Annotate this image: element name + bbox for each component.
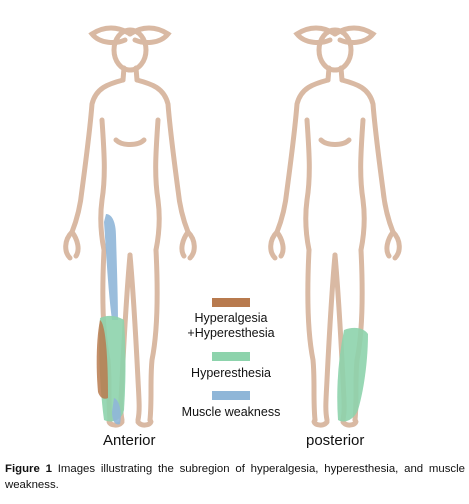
legend-hyperesthesia-line1: Hyperesthesia	[191, 366, 271, 380]
anterior-muscle-weakness-region	[104, 214, 118, 320]
legend-hyperalgesia-line2: +Hyperesthesia	[187, 326, 275, 340]
anterior-label: Anterior	[103, 432, 156, 449]
figure-caption: Figure 1 Images illustrating the subregi…	[5, 461, 465, 493]
legend-label-muscle-weakness: Muscle weakness	[168, 405, 294, 420]
legend-swatch-hyperalgesia	[212, 298, 250, 307]
legend-label-hyperalgesia: Hyperalgesia +Hyperesthesia	[168, 311, 294, 341]
posterior-hyperesthesia-region	[337, 327, 368, 422]
legend-swatch-muscle-weakness	[212, 391, 250, 400]
anterior-ankle-weakness-region	[112, 398, 121, 425]
caption-text: Images illustrating the subregion of hyp…	[5, 463, 465, 491]
anterior-hyperalgesia-region	[96, 320, 108, 399]
legend-muscle-weakness-line1: Muscle weakness	[181, 405, 281, 419]
posterior-label: posterior	[306, 432, 365, 449]
legend-hyperalgesia-line1: Hyperalgesia	[194, 311, 268, 325]
caption-prefix: Figure 1	[5, 463, 52, 475]
legend-swatch-hyperesthesia	[212, 352, 250, 361]
legend-label-hyperesthesia: Hyperesthesia	[168, 366, 294, 381]
